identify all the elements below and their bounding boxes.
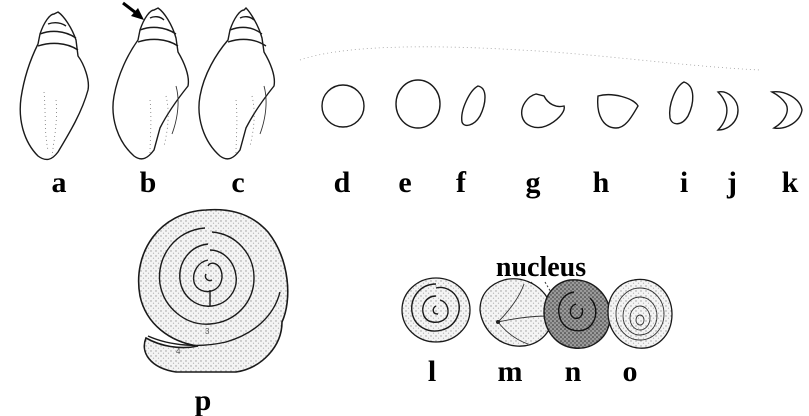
label-c: c: [231, 166, 244, 199]
operculum-o: [608, 279, 672, 348]
operculum-d: [322, 85, 364, 127]
shell-a: [20, 12, 88, 159]
operculum-l: [402, 278, 470, 342]
label-g: g: [526, 166, 541, 199]
label-i: i: [680, 166, 688, 199]
label-a: a: [52, 166, 67, 199]
operculum-f: [462, 86, 485, 125]
label-f: f: [456, 166, 467, 199]
svg-text:4: 4: [176, 347, 181, 356]
operculum-h: [598, 95, 638, 128]
operculum-g: [522, 94, 565, 128]
label-m: m: [498, 355, 523, 388]
label-p: p: [195, 384, 212, 416]
label-n: n: [565, 355, 582, 388]
svg-text:3: 3: [205, 327, 210, 336]
label-l: l: [428, 355, 436, 388]
label-d: d: [334, 166, 351, 199]
operculum-i: [670, 82, 693, 124]
label-k: k: [782, 166, 799, 199]
operculum-e: [396, 80, 440, 128]
label-j: j: [726, 166, 737, 199]
operculum-m: [480, 279, 552, 346]
shell-b: [113, 8, 188, 159]
operculum-n: [544, 280, 610, 348]
label-b: b: [140, 166, 157, 199]
label-e: e: [398, 166, 411, 199]
operculum-k: [772, 92, 802, 129]
label-o: o: [623, 355, 638, 388]
shell-p: 3 4: [139, 210, 288, 372]
shell-c: [199, 8, 274, 159]
operculum-j: [718, 92, 738, 130]
label-h: h: [593, 166, 610, 199]
apex-arrow: [123, 3, 144, 20]
